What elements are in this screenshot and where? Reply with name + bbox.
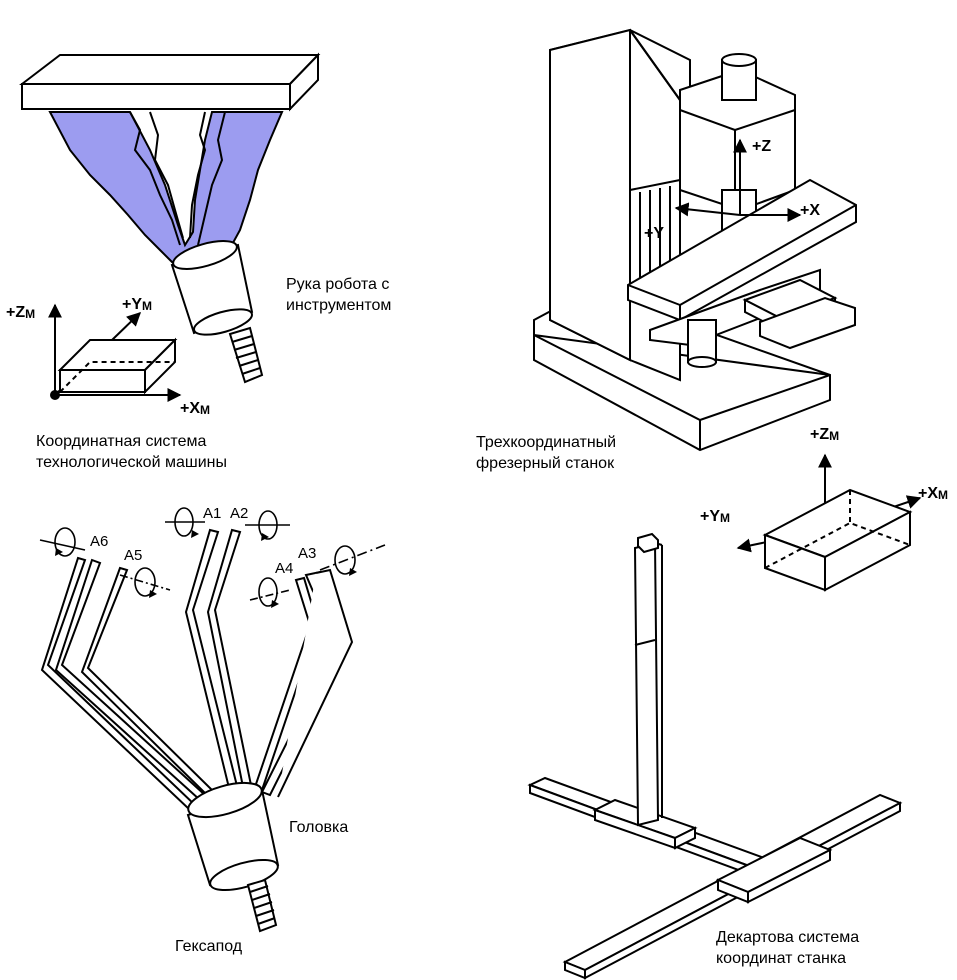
joint-label-a1: A1 — [203, 505, 222, 522]
milling-x-axis-label: +X — [800, 202, 821, 219]
joint-label-a2: A2 — [230, 505, 249, 522]
milling-caption-line1: Трехкоординатный — [476, 434, 617, 451]
right-y-axis-label: +YM — [700, 508, 731, 525]
hexapod-rotation-arrows — [55, 530, 357, 608]
hexapod-caption: Гексапод — [175, 938, 243, 955]
hexapod-joint-symbols — [39, 507, 386, 607]
joint-label-a6: A6 — [90, 533, 109, 550]
machine-coordinate-system — [48, 303, 182, 402]
joint-label-a4: A4 — [275, 560, 294, 577]
robot-caption-line1: Рука робота с — [286, 276, 390, 293]
milling-machine-illustration — [533, 28, 857, 452]
robot-ceiling-beam — [19, 54, 321, 85]
coord-caption-line2: технологической машины — [36, 454, 227, 471]
milling-z-axis-label: +Z — [752, 138, 772, 155]
machine-coordinate-system-right — [736, 453, 922, 592]
hexapod-head-label: Головка — [289, 819, 349, 836]
cartesian-caption-line2: координат станка — [716, 950, 847, 967]
milling-axes — [674, 138, 802, 222]
cartesian-caption-line1: Декартова система — [716, 929, 860, 946]
right-x-axis-label: +XM — [918, 485, 949, 502]
left-y-axis-label: +YM — [122, 296, 153, 313]
coord-caption-line1: Координатная система — [36, 433, 207, 450]
cartesian-column — [633, 541, 660, 827]
hexapod-illustration — [40, 528, 354, 933]
right-z-axis-label: +ZM — [810, 426, 840, 443]
robot-arm-illustration — [19, 52, 321, 384]
left-z-axis-label: +ZM — [6, 304, 36, 321]
joint-label-a5: A5 — [124, 547, 143, 564]
joint-label-a3: A3 — [298, 545, 317, 562]
cartesian-machine-illustration — [527, 532, 903, 980]
robot-arm-shape — [48, 111, 284, 270]
milling-y-axis-label: +Y — [644, 225, 665, 242]
hexapod-leg-a1 — [184, 528, 240, 794]
left-x-axis-label: +XM — [180, 400, 211, 417]
milling-caption-line2: фрезерный станок — [476, 455, 615, 472]
robot-caption-line2: инструментом — [286, 297, 392, 314]
hexapod-leg-a2 — [206, 528, 254, 794]
robot-drill-bit — [228, 326, 264, 384]
